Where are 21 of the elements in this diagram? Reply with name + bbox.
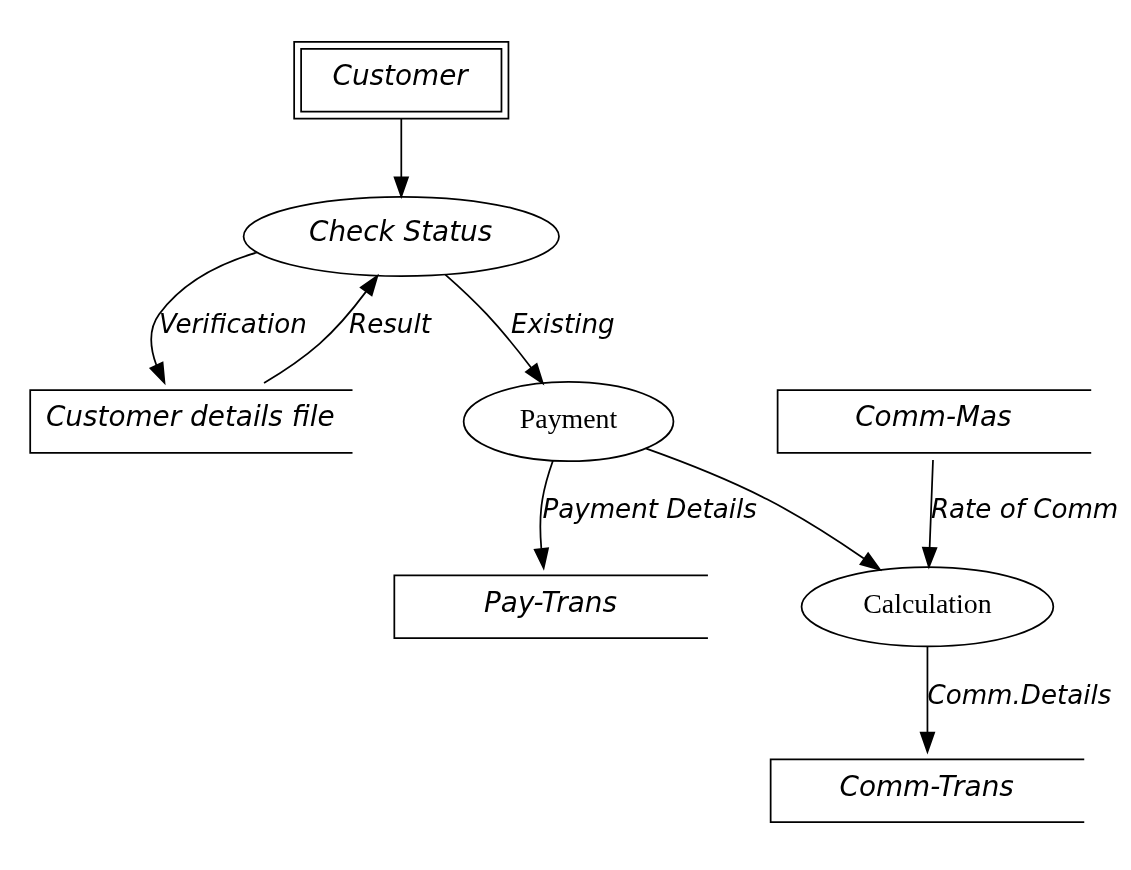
node-text: Pay-Trans	[484, 585, 617, 619]
edge-label: Result	[349, 308, 431, 339]
node-ellipse: Calculation	[800, 565, 1055, 647]
node-box: Customer	[293, 40, 510, 119]
node-text: Comm-Mas	[855, 399, 1012, 433]
edge-label: Comm.Details	[927, 679, 1112, 710]
arrow	[444, 273, 545, 385]
edge-label: Payment Details	[542, 493, 757, 524]
arrow	[919, 644, 936, 754]
edge-label: Existing	[511, 308, 615, 339]
node-text: Comm-Trans	[839, 769, 1014, 803]
node-ellipse: Check Status	[242, 195, 560, 277]
arrow	[921, 458, 938, 570]
arrow	[393, 117, 410, 199]
arrow	[263, 273, 379, 384]
node-ellipse: Payment	[462, 380, 675, 462]
edge-label: Verification	[159, 308, 307, 339]
arrow	[644, 447, 883, 571]
arrow	[533, 459, 554, 571]
node-text: Customer details file	[45, 399, 335, 433]
arrow	[148, 251, 258, 385]
